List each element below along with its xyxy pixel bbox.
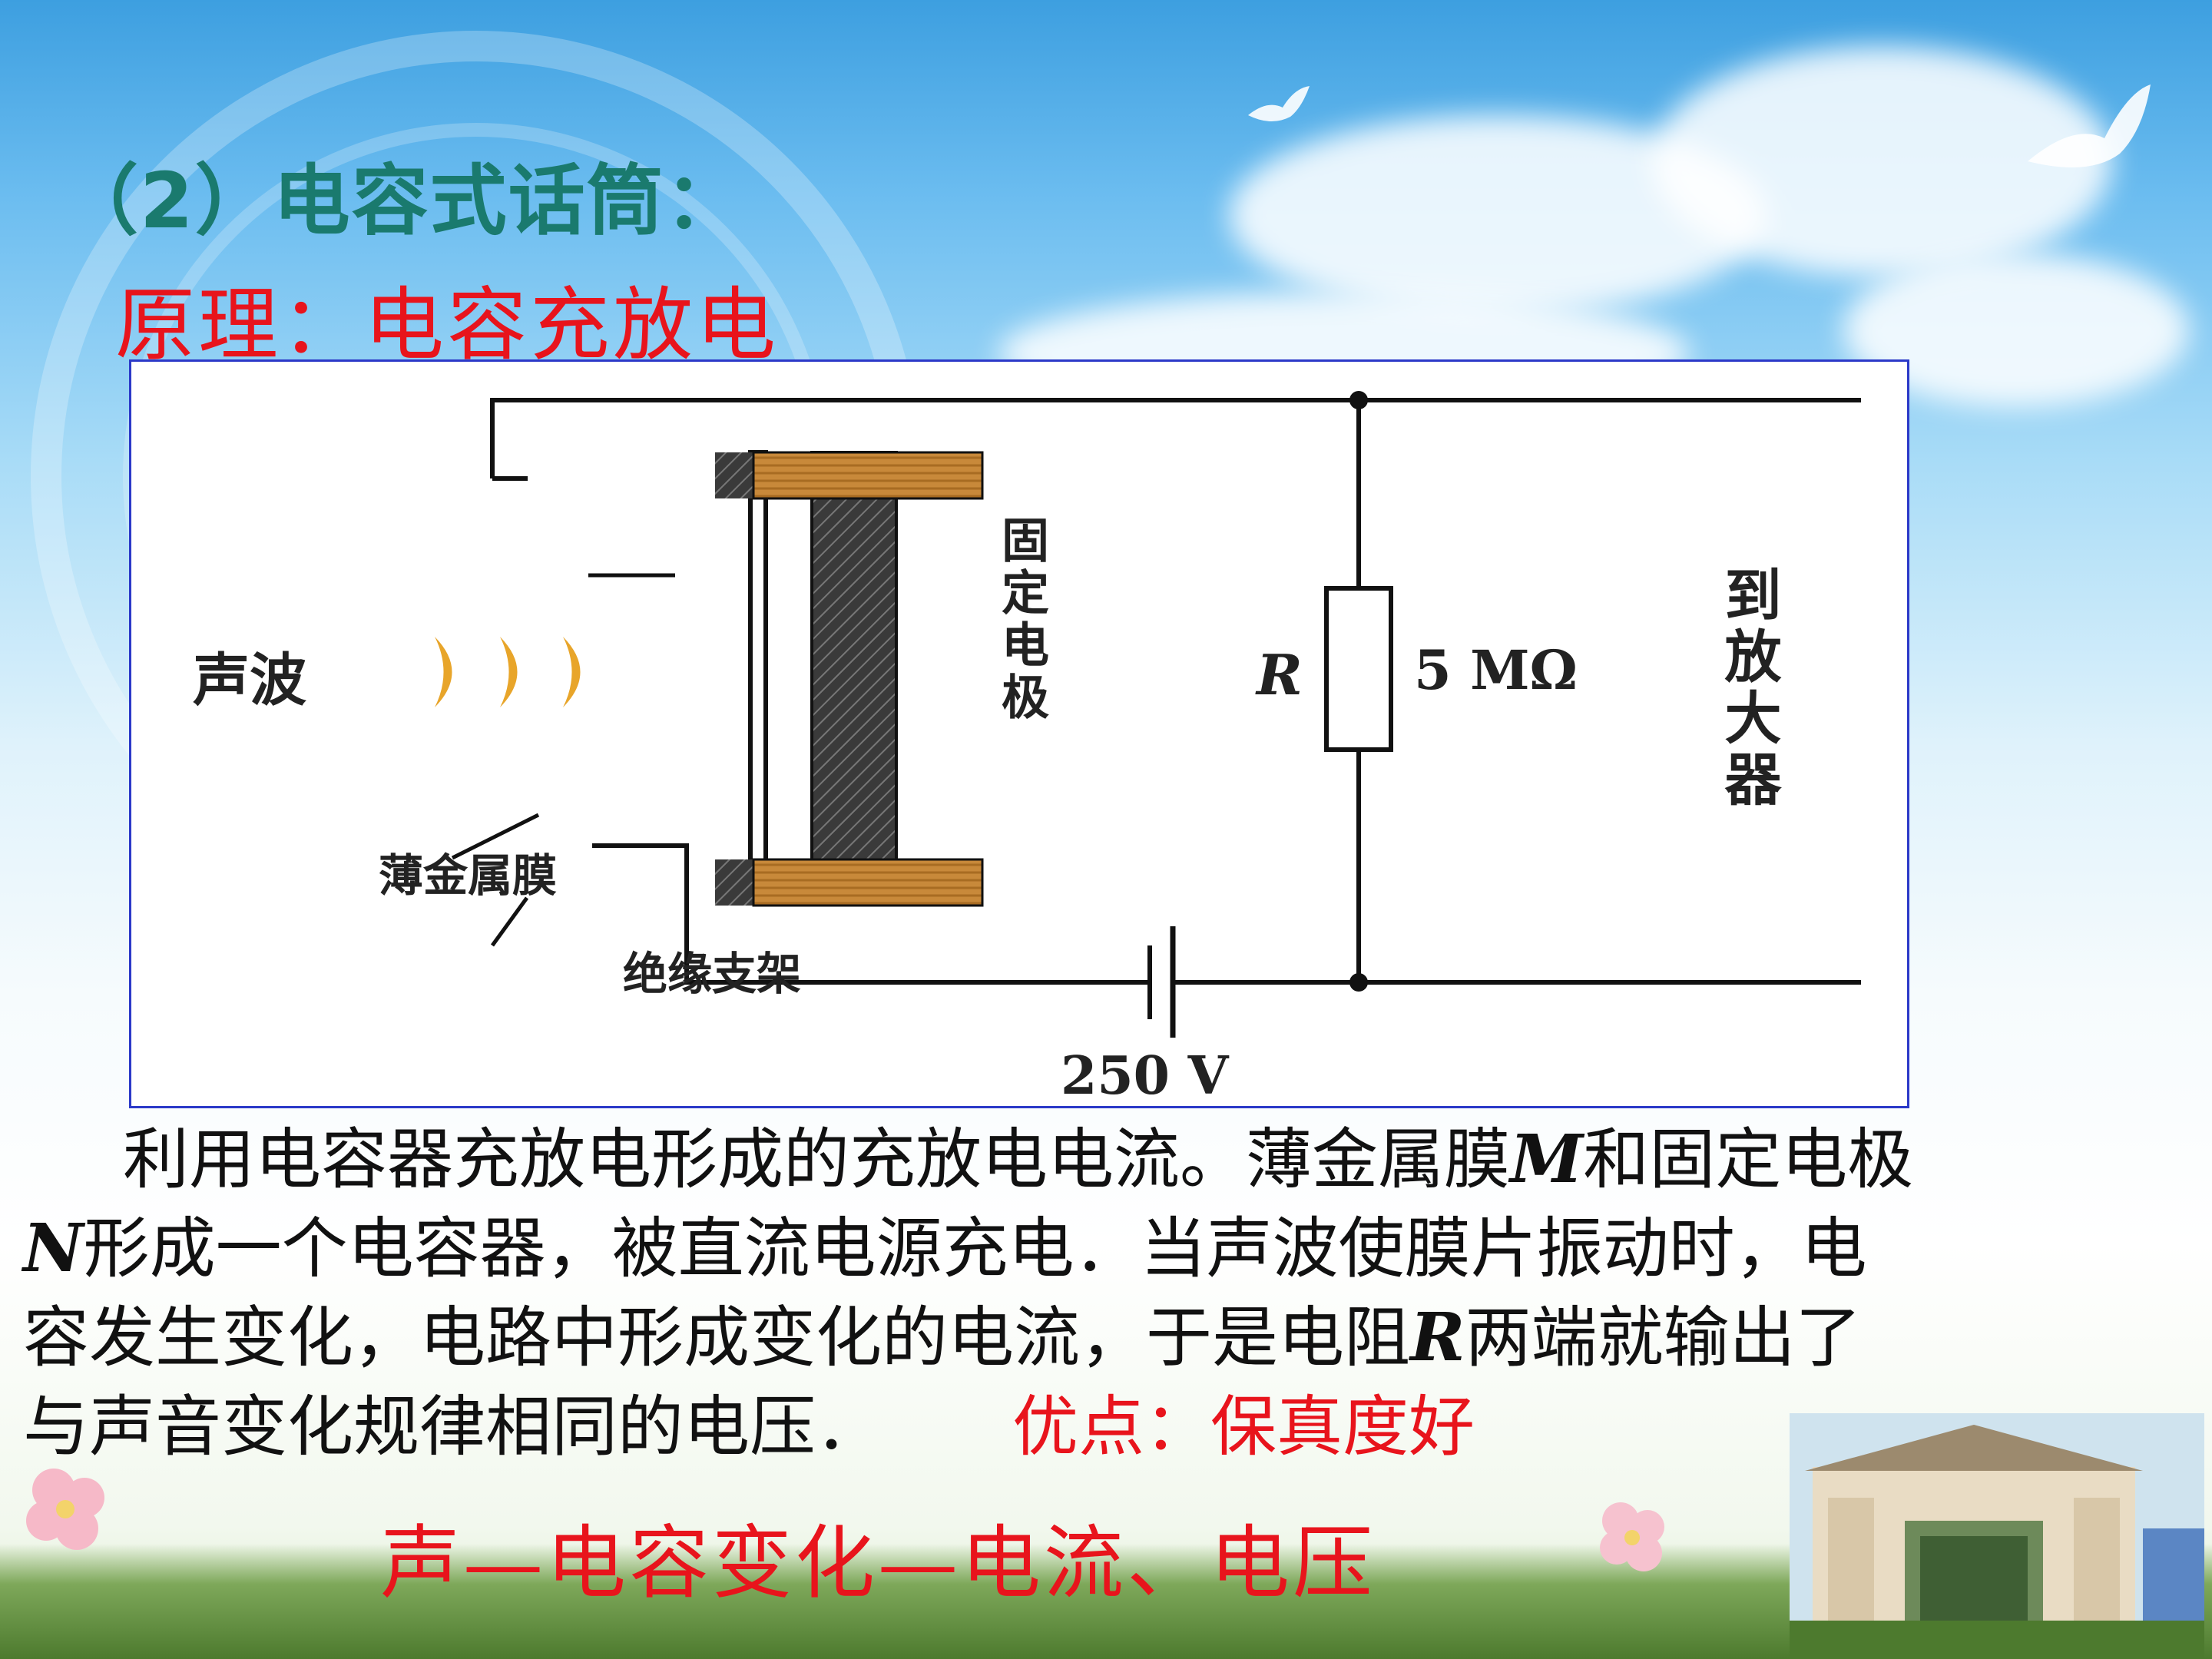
paragraph-line-1: 利用电容器充放电形成的充放电电流。薄金属膜M和固定电极 <box>123 1121 1914 1198</box>
paragraph-line-4: 与声音变化规律相同的电压．优点：保真度好 <box>23 1389 1475 1465</box>
sound-wave-arcs <box>435 637 581 707</box>
conversion-summary: 声—电容变化—电流、电压 <box>380 1516 1376 1610</box>
dove-icon <box>2028 84 2151 167</box>
advantage-text: 优点：保真度好 <box>1012 1389 1475 1465</box>
resistor-symbol <box>1324 586 1393 752</box>
junction-dot <box>1349 391 1368 409</box>
film-symbol-M: M <box>1510 1121 1584 1198</box>
fixed-electrode-label: 固定电极 <box>993 515 1049 724</box>
insulating-support-label: 绝缘支架 <box>623 948 802 1000</box>
insulating-support-bottom <box>752 858 984 907</box>
resistor-symbol-R: R <box>1410 1299 1465 1376</box>
support-left-top <box>715 452 753 498</box>
circuit-drawing <box>435 391 1861 1038</box>
battery-voltage: 250 V <box>1061 1045 1229 1107</box>
resistor-symbol-label: R <box>1257 642 1303 707</box>
junction-dot <box>1349 973 1368 992</box>
metal-film-label: 薄金属膜 <box>379 849 558 902</box>
blossom-icon <box>26 1469 104 1550</box>
school-gate-illustration <box>1790 1413 2204 1659</box>
principle-heading: 原理：电容充放电 <box>115 278 780 372</box>
electrode-symbol-N: N <box>23 1210 84 1287</box>
to-amplifier-label: 到放大器 <box>1715 565 1781 811</box>
support-left-bottom <box>715 859 753 906</box>
circuit-diagram: 声波 固定电极 薄金属膜 绝缘支架 R 5 MΩ 到放大器 250 V <box>129 359 1909 1108</box>
resistance-value: 5 MΩ <box>1414 638 1578 702</box>
fixed-electrode <box>810 451 898 869</box>
dove-icon <box>1248 86 1310 122</box>
insulating-support-top <box>752 451 984 500</box>
slide-heading: （2）电容式话筒： <box>61 156 743 246</box>
paragraph-line-2: N形成一个电容器，被直流电源充电．当声波使膜片振动时，电 <box>23 1210 1867 1287</box>
paragraph-line-3: 容发生变化，电路中形成变化的电流，于是电阻R两端就输出了 <box>23 1299 1862 1376</box>
blossom-icon <box>1600 1502 1664 1571</box>
sound-wave-label: 声波 <box>193 647 306 714</box>
metal-film <box>748 450 768 869</box>
explanation-paragraph: 利用电容器充放电形成的充放电电流。薄金属膜M和固定电极 N形成一个电容器，被直流… <box>23 1115 2189 1472</box>
